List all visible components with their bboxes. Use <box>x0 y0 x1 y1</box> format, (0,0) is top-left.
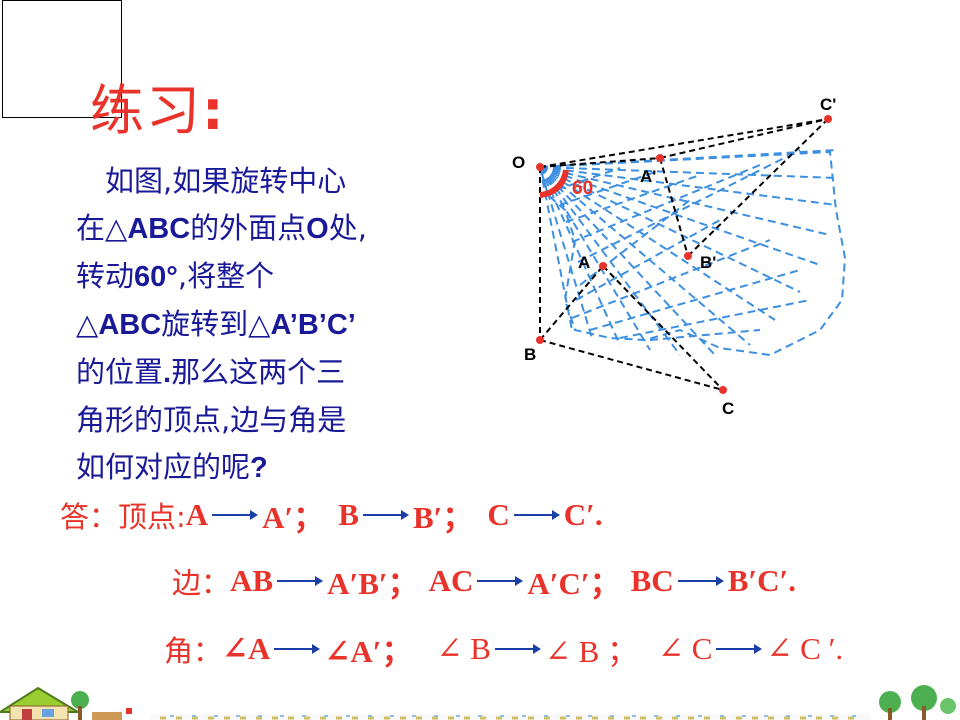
problem-line-2-bold: ABC <box>127 213 191 245</box>
angle-a: ∠A <box>222 630 271 666</box>
point-c1 <box>824 115 832 123</box>
arrow-icon <box>362 508 409 522</box>
side-ac: AC <box>428 562 474 598</box>
answer-sides: 边： AB A′B′； AC A′C′； BC B′C′. <box>172 558 796 603</box>
problem-line-2-post: 处, <box>328 211 367 245</box>
problem-line-3-post: ,将整个 <box>177 259 275 293</box>
slide-title: 练习: <box>90 66 226 145</box>
angle-c-prime: ∠ C ′. <box>766 630 844 666</box>
vertex-a-prime: A′； <box>262 500 325 535</box>
label-b: B <box>524 345 536 364</box>
side-bc-prime: B′C′. <box>727 562 796 598</box>
problem-line-4-pre: △ <box>76 307 99 341</box>
problem-line-4-bold: ABC <box>98 309 162 341</box>
arrow-icon <box>274 642 321 656</box>
side-ab-prime: A′B′； <box>327 566 419 601</box>
house-icon <box>0 686 82 720</box>
problem-line-5-bold: . <box>163 357 172 389</box>
ground-strip <box>150 714 870 720</box>
point-a1 <box>656 154 664 162</box>
point-a <box>599 262 607 270</box>
problem-line-2-pre: 在△ <box>76 211 128 245</box>
side-ab: AB <box>230 562 274 598</box>
vertices-lead: 答：顶点: <box>60 499 186 534</box>
problem-line-5: 的位置.那么这两个三 <box>76 349 476 397</box>
arrow-icon <box>477 574 524 588</box>
title-text: 练习 <box>90 79 202 142</box>
problem-line-6: 角形的顶点,边与角是 <box>76 397 476 444</box>
arrow-icon <box>277 574 324 588</box>
label-c-prime: C' <box>820 95 836 114</box>
angle-a-prime: ∠A′； <box>324 634 413 669</box>
problem-line-3-bold: 60° <box>134 261 178 293</box>
sides-lead: 边： <box>172 565 231 600</box>
rotated-triangle <box>539 118 829 257</box>
trees-icon <box>879 685 956 720</box>
title-colon: : <box>202 79 226 142</box>
rotation-diagram: O A B C A' B' C' 60 <box>512 95 847 418</box>
arrow-icon <box>494 642 541 656</box>
label-c: C <box>722 399 734 418</box>
label-a-prime: A' <box>640 167 656 186</box>
fence-icon <box>92 712 122 720</box>
vertex-c: C <box>487 496 510 532</box>
angle-arc <box>539 169 569 198</box>
vertex-b-prime: B′； <box>412 500 474 535</box>
problem-line-4-mid: 旋转到△ <box>161 307 271 341</box>
problem-line-7-pre: 如何对应的呢 <box>76 450 251 484</box>
label-angle: 60 <box>572 178 593 199</box>
arrow-icon <box>513 508 560 522</box>
problem-line-1: 如图,如果旋转中心 <box>76 158 476 205</box>
arrow-icon <box>677 574 724 588</box>
side-ac-prime: A′C′； <box>527 566 621 601</box>
point-b1 <box>684 252 692 260</box>
angle-b-prime: ∠ B ； <box>544 634 639 669</box>
problem-line-4-bold2: A’B’C’ <box>270 309 356 341</box>
problem-line-2-mid: 的外面点 <box>190 211 307 245</box>
vertex-points <box>536 115 832 394</box>
problem-line-3-pre: 转动 <box>76 259 135 293</box>
mailbox-icon <box>126 708 132 714</box>
point-c <box>719 386 727 394</box>
blank-frame <box>2 0 122 118</box>
problem-text: 如图,如果旋转中心 在△ABC的外面点O处, 转动60°,将整个 △ABC旋转到… <box>76 158 476 492</box>
label-o: O <box>512 153 525 172</box>
problem-line-2-bold2: O <box>306 213 329 245</box>
vertex-a: A <box>185 496 209 532</box>
problem-line-4: △ABC旋转到△A’B’C’ <box>76 301 476 349</box>
point-o <box>536 163 544 171</box>
angle-b: ∠ B <box>436 630 491 666</box>
vertex-b: B <box>338 496 359 532</box>
decorative-footer <box>0 685 956 720</box>
answer-vertices: 答：顶点: A A′； B B′； C C′. <box>60 492 603 537</box>
original-triangle <box>539 167 724 391</box>
label-b-prime: B' <box>700 253 716 272</box>
problem-line-7: 如何对应的呢? <box>76 444 476 492</box>
problem-line-6-text: 角形的顶点,边与角是 <box>76 403 347 437</box>
angle-c: ∠ C <box>658 630 713 666</box>
label-a: A <box>578 253 590 272</box>
problem-line-5-pre: 的位置 <box>76 355 164 389</box>
tree-icon <box>71 691 89 720</box>
arrow-icon <box>212 508 259 522</box>
problem-line-5-post: 那么这两个三 <box>171 355 346 389</box>
problem-line-7-bold: ? <box>250 452 268 484</box>
answer-angles: 角： ∠A ∠A′； ∠ B ∠ B ； ∠ C ∠ C ′. <box>164 626 843 671</box>
side-bc: BC <box>630 562 674 598</box>
problem-line-2: 在△ABC的外面点O处, <box>76 205 476 253</box>
point-b <box>536 336 544 344</box>
problem-line-3: 转动60°,将整个 <box>76 253 476 301</box>
angles-lead: 角： <box>164 633 223 668</box>
problem-line-1-text: 如图,如果旋转中心 <box>105 164 347 198</box>
arrow-icon <box>716 642 763 656</box>
vertex-c-prime: C′. <box>563 496 603 532</box>
